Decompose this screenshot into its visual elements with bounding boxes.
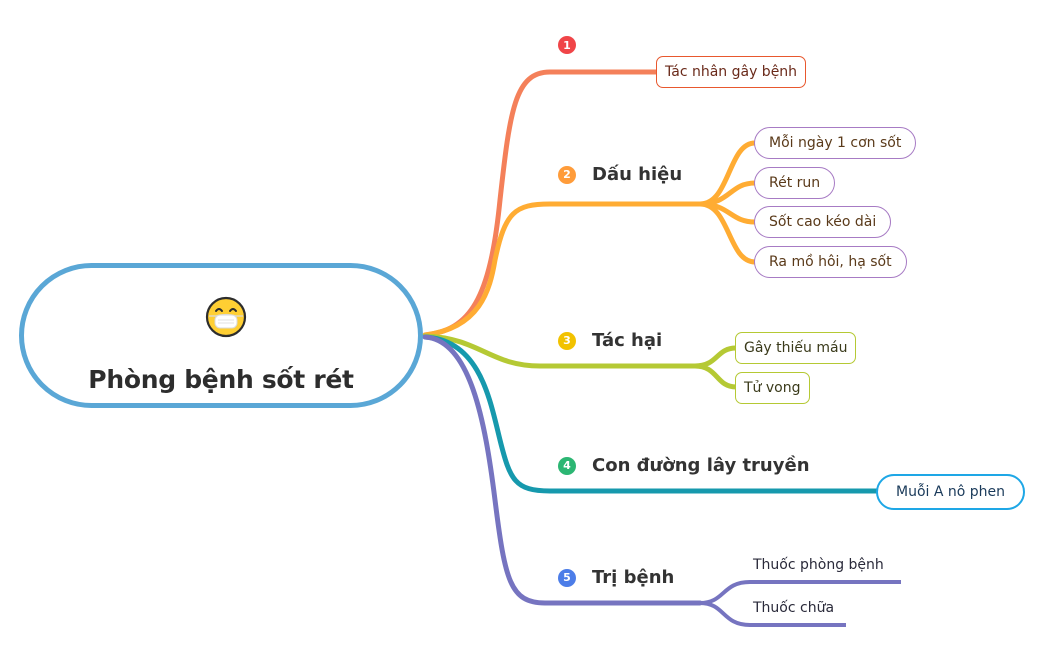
leaf-thuoc-chua[interactable]: Thuốc chữa	[753, 600, 835, 616]
leaf-thuoc-phong-benh[interactable]: Thuốc phòng bệnh	[753, 557, 884, 573]
leaf-muoi-a-no-phen[interactable]: Muỗi A nô phen	[876, 474, 1026, 510]
leaf-sot-cao-keo-dai[interactable]: Sốt cao kéo dài	[754, 206, 892, 238]
branch-2-connector	[422, 201, 703, 338]
branch-2-sub-4	[699, 201, 756, 265]
leaf-moi-ngay-1-con-sot[interactable]: Mỗi ngày 1 cơn sốt	[754, 127, 917, 159]
branch-3-sub-1	[694, 345, 737, 369]
leaf-tac-nhan-gay-benh[interactable]: Tác nhân gây bệnh	[656, 56, 807, 88]
branch-4-label[interactable]: 4 Con đường lây truyền	[558, 455, 810, 476]
branch-3-sub-2	[694, 363, 737, 390]
branch-2-label[interactable]: 2 Dấu hiệu	[558, 164, 682, 185]
branch-5-connector	[422, 334, 703, 606]
face-with-medical-mask-icon	[205, 296, 247, 338]
branch-3-label[interactable]: 3 Tác hại	[558, 330, 662, 351]
root-title: Phòng bệnh sốt rét	[88, 365, 354, 394]
leaf-ret-run[interactable]: Rét run	[754, 167, 836, 199]
number-5-badge-icon: 5	[558, 568, 576, 587]
root-topic[interactable]: Phòng bệnh sốt rét	[19, 263, 423, 408]
branch-3-connector	[422, 333, 698, 369]
number-3-badge-icon: 3	[558, 331, 576, 350]
number-1-badge-icon: 1	[558, 36, 576, 54]
leaf-tu-vong[interactable]: Tử vong	[735, 372, 810, 404]
branch-4-connector	[422, 334, 881, 494]
branch-1-label[interactable]: 1	[558, 36, 592, 54]
number-4-badge-icon: 4	[558, 456, 576, 475]
number-2-badge-icon: 2	[558, 165, 576, 184]
leaf-ra-mo-hoi-ha-sot[interactable]: Ra mồ hôi, hạ sốt	[754, 246, 907, 278]
branch-5-label[interactable]: 5 Trị bệnh	[558, 567, 674, 588]
leaf-gay-thieu-mau[interactable]: Gây thiếu máu	[735, 332, 857, 364]
branch-5-sub-2	[699, 601, 846, 627]
